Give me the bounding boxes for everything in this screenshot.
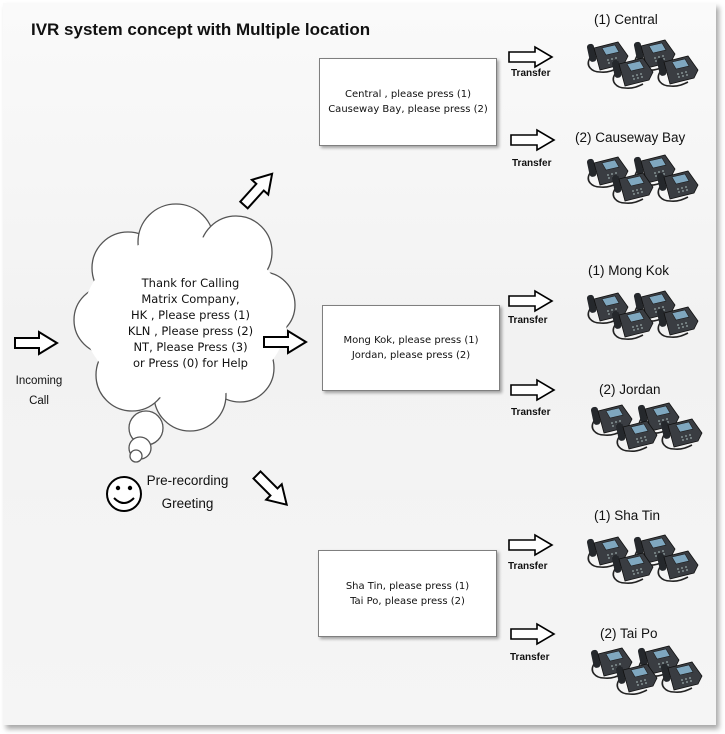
- cloud-line: NT, Please Press (3): [133, 340, 248, 354]
- menu-option: Central , please press (1): [344, 89, 472, 100]
- cloud-line: HK , Please press (1): [131, 308, 250, 322]
- transfer-arrow-icon: [508, 46, 553, 68]
- greeting-label-line: Pre-recording: [146, 473, 229, 488]
- location-sha-tin: (1) Sha Tin: [594, 508, 661, 523]
- transfer-arrow-icon: [508, 534, 553, 556]
- diagram-title: IVR system concept with Multiple locatio…: [31, 20, 371, 39]
- transfer-arrow-icon: [510, 129, 555, 151]
- transfer-label: Transfer: [512, 158, 552, 169]
- thought-cloud-icon: [73, 203, 296, 463]
- transfer-arrow-icon: [510, 379, 555, 401]
- transfer-arrow-icon: [510, 623, 555, 645]
- transfer-arrow-icon: [508, 290, 553, 312]
- cloud-line: or Press (0) for Help: [133, 356, 248, 370]
- location-jordan: (2) Jordan: [599, 382, 661, 397]
- menu-option: Jordan, please press (2): [351, 350, 471, 361]
- incoming-call-arrow-icon: [14, 331, 58, 355]
- menu-option: Causeway Bay, please press (2): [328, 104, 488, 115]
- transfer-label: Transfer: [510, 652, 550, 663]
- causeway-bay-phones-icon: [586, 155, 698, 203]
- nt-menu-box: Sha Tin, please press (1) Tai Po, please…: [318, 550, 497, 637]
- central-phones-icon: [586, 40, 698, 88]
- greeting-label-line: Greeting: [161, 496, 214, 511]
- smiley-face-icon: [106, 476, 142, 512]
- cloud-line: Thank for Calling: [141, 276, 240, 290]
- jordan-phones-icon: [590, 403, 702, 451]
- mong-kok-phones-icon: [586, 291, 698, 339]
- arrow-to-hk-menu-icon: [234, 165, 282, 214]
- transfer-label: Transfer: [508, 315, 548, 326]
- location-central: (1) Central: [594, 12, 658, 27]
- incoming-call-label: Incoming Call: [8, 371, 70, 411]
- sha-tin-phones-icon: [586, 535, 698, 583]
- cloud-line: Matrix Company,: [141, 292, 240, 306]
- location-causeway-bay: (2) Causeway Bay: [575, 130, 686, 145]
- menu-option: Mong Kok, please press (1): [343, 335, 479, 346]
- pre-recording-greeting-label: Pre-recording Greeting: [140, 469, 235, 515]
- incoming-label-line: Call: [29, 395, 49, 407]
- location-tai-po: (2) Tai Po: [600, 626, 658, 641]
- transfer-label: Transfer: [511, 68, 551, 79]
- transfer-label: Transfer: [508, 561, 548, 572]
- transfer-label: Transfer: [511, 407, 551, 418]
- kln-menu-box: Mong Kok, please press (1) Jordan, pleas…: [322, 305, 500, 391]
- menu-option: Tai Po, please press (2): [350, 595, 465, 607]
- menu-option: Sha Tin, please press (1): [345, 580, 470, 592]
- tai-po-phones-icon: [590, 646, 702, 694]
- location-mong-kok: (1) Mong Kok: [588, 263, 670, 278]
- cloud-greeting-text: Thank for Calling Matrix Company, HK , P…: [98, 275, 283, 371]
- arrow-to-nt-menu-icon: [248, 466, 296, 514]
- cloud-line: KLN , Please press (2): [127, 324, 254, 338]
- incoming-label-line: Incoming: [15, 375, 63, 387]
- hk-menu-box: Central , please press (1) Causeway Bay,…: [319, 58, 497, 146]
